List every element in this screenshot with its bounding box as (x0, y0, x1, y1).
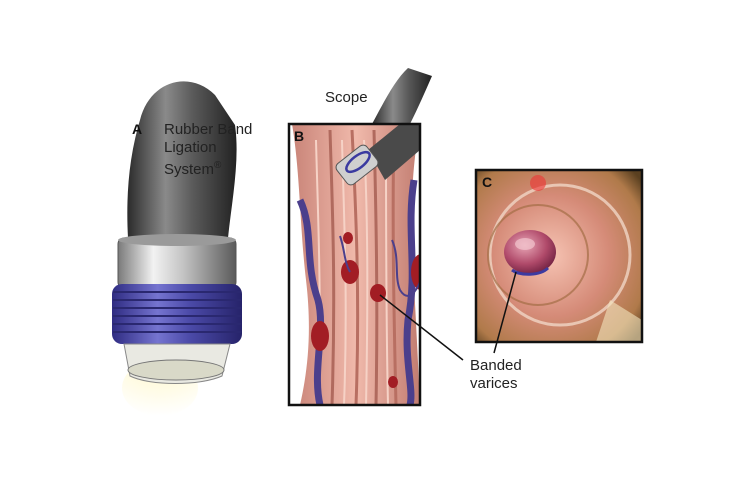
device-name-label: Rubber Band Ligation System® (164, 121, 252, 179)
endoscopic-view (476, 170, 642, 342)
device-name-line-2: Ligation (164, 139, 217, 156)
banded-varices-line-1: Banded (470, 357, 522, 374)
panel-c-frame (474, 168, 644, 344)
banded-varices-line-2: varices (470, 375, 518, 392)
esophagus-cutaway (292, 124, 420, 405)
trademark-symbol: ® (214, 160, 222, 171)
panel-c-letter: C (482, 174, 493, 190)
device-name-line-3-text: System (164, 161, 215, 178)
panel-b-letter: B (294, 128, 305, 144)
panel-a-letter: A (132, 121, 143, 137)
banded-varices-label: Banded varices (470, 357, 522, 393)
scope-label: Scope (325, 89, 368, 106)
rubber-bands (112, 284, 242, 344)
leader-line-c (493, 271, 517, 354)
leader-line-b (379, 294, 464, 361)
device-name-line-1: Rubber Band (164, 121, 253, 138)
panel-b-frame (287, 122, 422, 407)
device-name-line-3: System® (164, 157, 252, 179)
